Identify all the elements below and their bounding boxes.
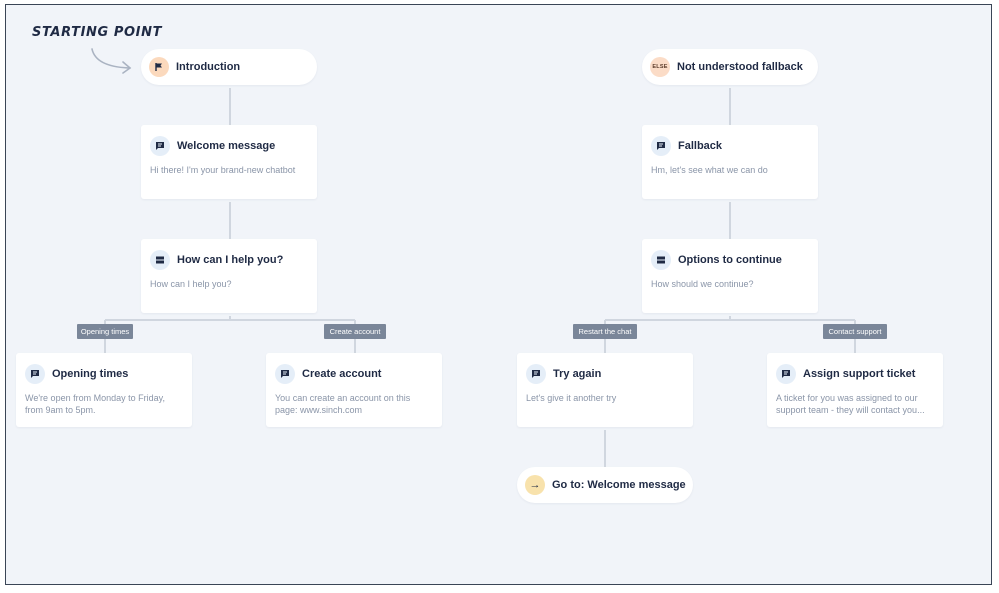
- node-text: Let's give it another try: [526, 393, 617, 403]
- node-title: Introduction: [176, 61, 241, 73]
- node-how-can-i-help[interactable]: How can I help you? How can I help you?: [141, 239, 317, 313]
- node-introduction[interactable]: Introduction: [141, 49, 317, 85]
- node-try-again[interactable]: Try again Let's give it another try: [517, 353, 693, 427]
- node-assign-support-ticket[interactable]: Assign support ticket A ticket for you w…: [767, 353, 943, 427]
- node-text: You can create an account on this page: …: [275, 393, 411, 415]
- branch-tag-opening-times[interactable]: Opening times: [77, 324, 133, 339]
- flow-canvas[interactable]: STARTING POINT Introduction Welcome mess…: [5, 4, 992, 585]
- node-title: Options to continue: [678, 254, 782, 266]
- options-icon: [150, 250, 170, 270]
- node-title: Assign support ticket: [803, 368, 916, 380]
- branch-tag-contact-support[interactable]: Contact support: [823, 324, 887, 339]
- flag-icon: [149, 57, 169, 77]
- branch-tag-create-account[interactable]: Create account: [324, 324, 386, 339]
- message-icon: [275, 364, 295, 384]
- node-welcome-message[interactable]: Welcome message Hi there! I'm your brand…: [141, 125, 317, 199]
- node-title: How can I help you?: [177, 254, 284, 266]
- node-create-account[interactable]: Create account You can create an account…: [266, 353, 442, 427]
- node-text: Hm, let's see what we can do: [651, 165, 768, 175]
- node-title: Not understood fallback: [677, 61, 803, 73]
- node-title: Welcome message: [177, 140, 276, 152]
- node-text: How should we continue?: [651, 279, 754, 289]
- node-title: Opening times: [52, 368, 129, 380]
- node-title: Go to: Welcome message: [552, 479, 686, 491]
- node-text: How can I help you?: [150, 279, 232, 289]
- options-icon: [651, 250, 671, 270]
- message-icon: [150, 136, 170, 156]
- node-fallback[interactable]: Fallback Hm, let's see what we can do: [642, 125, 818, 199]
- message-icon: [526, 364, 546, 384]
- arrow-right-icon: →: [525, 475, 545, 495]
- message-icon: [776, 364, 796, 384]
- node-options-to-continue[interactable]: Options to continue How should we contin…: [642, 239, 818, 313]
- branch-tag-restart-chat[interactable]: Restart the chat: [573, 324, 637, 339]
- node-title: Fallback: [678, 140, 723, 152]
- node-title: Try again: [553, 368, 602, 380]
- message-icon: [25, 364, 45, 384]
- node-goto-welcome-message[interactable]: → Go to: Welcome message: [517, 467, 693, 503]
- message-icon: [651, 136, 671, 156]
- node-not-understood-fallback[interactable]: ELSE Not understood fallback: [642, 49, 818, 85]
- node-text: Hi there! I'm your brand-new chatbot: [150, 165, 296, 175]
- node-opening-times[interactable]: Opening times We're open from Monday to …: [16, 353, 192, 427]
- starting-point-label: STARTING POINT: [32, 25, 163, 40]
- node-title: Create account: [302, 368, 382, 380]
- node-text: We're open from Monday to Friday, from 9…: [25, 393, 165, 415]
- node-text: A ticket for you was assigned to our sup…: [776, 393, 925, 415]
- else-icon: ELSE: [650, 57, 670, 77]
- start-arrow-icon: [91, 48, 132, 74]
